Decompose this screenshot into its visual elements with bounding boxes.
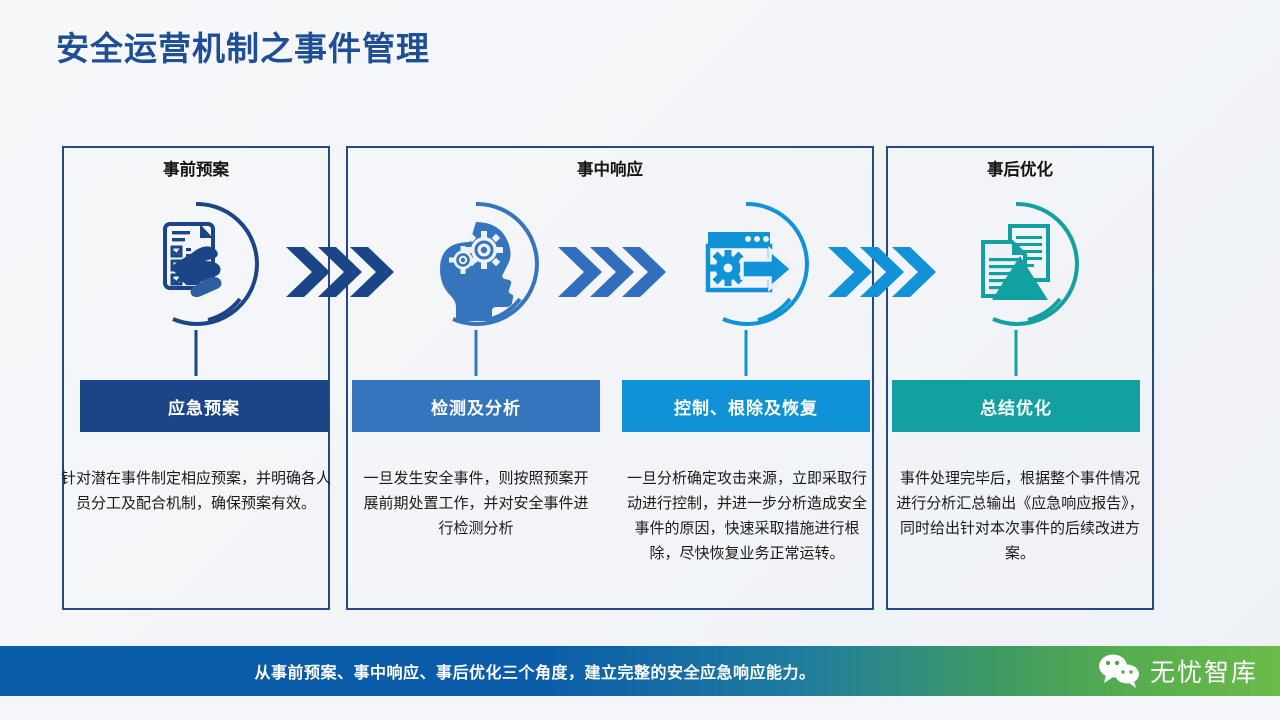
browser-gear-arrow-icon bbox=[705, 232, 795, 293]
connector-stem bbox=[1014, 330, 1018, 376]
stage-label-containment-eradication-recovery[interactable]: 控制、根除及恢复 bbox=[622, 380, 870, 432]
stage-label-detection-analysis[interactable]: 检测及分析 bbox=[352, 380, 600, 432]
page-title: 安全运营机制之事件管理 bbox=[56, 30, 430, 67]
ring-outline bbox=[722, 201, 809, 326]
documents-triangle-icon bbox=[981, 224, 1050, 300]
phase-frame-pre bbox=[62, 146, 330, 610]
stage-containment-eradication-recovery[interactable] bbox=[622, 196, 870, 376]
triple-chevron-right-icon-3 bbox=[828, 247, 936, 297]
footer-banner: 从事前预案、事中响应、事后优化三个角度，建立完整的安全应急响应能力。 无忧智库 bbox=[0, 646, 1280, 696]
ring-outline bbox=[992, 201, 1079, 326]
clipboard-checklist-hand-icon bbox=[163, 222, 222, 298]
stage-label-emergency-plan[interactable]: 应急预案 bbox=[80, 380, 328, 432]
stage-description-containment-eradication-recovery: 一旦分析确定攻击来源，立即采取行动进行控制，并进一步分析造成安全事件的原因，快速… bbox=[626, 470, 867, 562]
phase-title-during: 事中响应 bbox=[577, 161, 643, 179]
triple-chevron-right-icon-1 bbox=[286, 247, 394, 297]
phase-title-pre: 事前预案 bbox=[163, 161, 229, 179]
stage-icon-wrap bbox=[622, 196, 870, 376]
footer-summary-text: 从事前预案、事中响应、事后优化三个角度，建立完整的安全应急响应能力。 bbox=[254, 665, 816, 682]
ring-outline bbox=[172, 201, 259, 326]
connector-stem bbox=[744, 330, 748, 376]
head-gears-icon bbox=[440, 222, 514, 321]
brand-block[interactable]: 无忧智库 bbox=[1097, 652, 1258, 690]
triple-chevron-right-icon-2 bbox=[558, 247, 666, 297]
stage-icon-wrap bbox=[72, 196, 320, 376]
stage-description-detection-analysis: 一旦发生安全事件，则按照预案开展前期处置工作，并对安全事件进行检测分析 bbox=[363, 470, 589, 537]
connector-stem bbox=[474, 330, 478, 376]
stage-label-summary-optimization[interactable]: 总结优化 bbox=[892, 380, 1140, 432]
phase-frame-during bbox=[346, 146, 874, 610]
wechat-icon bbox=[1098, 654, 1139, 688]
stage-description-emergency-plan: 针对潜在事件制定相应预案，并明确各人员分工及配合机制，确保预案有效。 bbox=[60, 470, 331, 512]
phase-title-post: 事后优化 bbox=[987, 161, 1053, 179]
stage-summary-optimization[interactable] bbox=[892, 196, 1140, 376]
bottom-strip bbox=[0, 696, 1280, 720]
brand-name: 无忧智库 bbox=[1149, 659, 1258, 687]
stage-icon-wrap bbox=[892, 196, 1140, 376]
stage-icon-wrap bbox=[352, 196, 600, 376]
stage-detection-analysis[interactable] bbox=[352, 196, 600, 376]
connector-stem bbox=[194, 330, 198, 376]
stage-description-summary-optimization: 事件处理完毕后，根据整个事件情况进行分析汇总输出《应急响应报告》，同时给出针对本… bbox=[896, 470, 1144, 562]
phase-frame-post bbox=[886, 146, 1154, 610]
stage-emergency-plan[interactable] bbox=[72, 196, 320, 376]
